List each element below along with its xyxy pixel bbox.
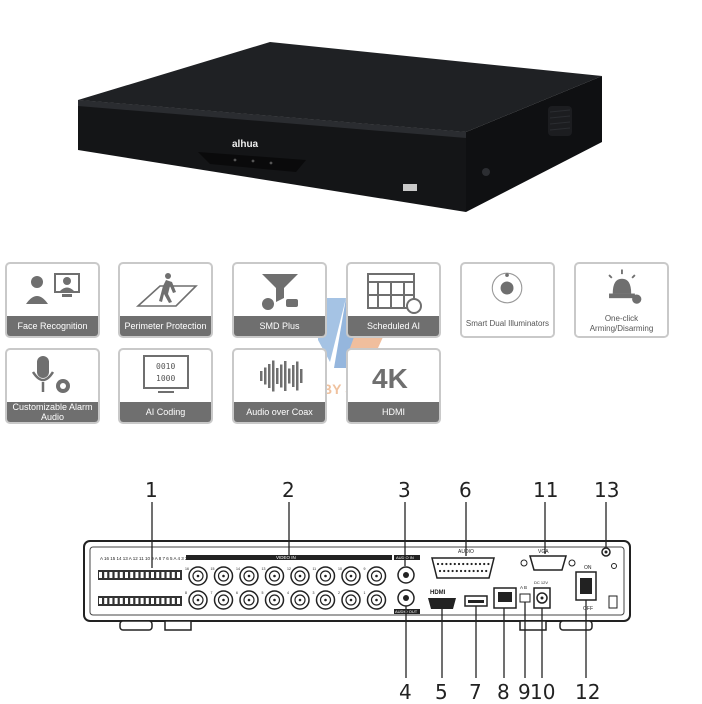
channel-number: 16 <box>185 567 189 571</box>
ai-coding-icon: 0010 1000 <box>143 355 189 393</box>
feature-label: AI Coding <box>120 402 211 422</box>
rs485-port <box>519 593 531 603</box>
feature-tile: Perimeter Protection <box>118 262 213 338</box>
feature-label: One-click Arming/Disarming <box>576 312 667 336</box>
microphone-gear-icon <box>31 356 70 393</box>
channel-number: 13 <box>262 567 266 571</box>
audio-coax-icon <box>260 360 303 392</box>
callout-12: 12 <box>575 680 601 704</box>
brand-logo: alhua <box>232 139 259 150</box>
feature-tile: 4K HDMI <box>346 348 441 424</box>
channel-number: 12 <box>287 567 291 571</box>
feature-tile: Face Recognition <box>5 262 100 338</box>
smd-plus-icon <box>262 274 298 310</box>
ai-coding-line-2: 1000 <box>156 374 175 383</box>
channel-number: 1 <box>364 591 366 595</box>
channel-number: 7 <box>211 591 213 595</box>
ai-coding-line-1: 0010 <box>156 362 175 371</box>
switch-on-label: ON <box>584 565 592 571</box>
dvr-rear-panel: A 16 15 14 13 A 12 11 10 9 A 8 7 6 5 A 4… <box>83 540 631 631</box>
switch-off-label: OFF <box>583 606 593 612</box>
callout-5: 5 <box>435 680 448 704</box>
vga-port <box>529 555 567 571</box>
channel-number: 8 <box>185 591 187 595</box>
scheduled-ai-icon <box>367 273 422 314</box>
callout-3: 3 <box>398 478 411 502</box>
channel-number: 3 <box>313 591 315 595</box>
feature-tile: SMD Plus <box>232 262 327 338</box>
channel-number: 9 <box>364 567 366 571</box>
channel-number: 4 <box>287 591 289 595</box>
dual-illuminators-icon <box>491 272 523 304</box>
hdmi-label: HDMI <box>430 590 446 596</box>
callout-11: 11 <box>533 478 559 502</box>
vga-label: VGA <box>538 549 549 555</box>
channel-number: 6 <box>236 591 238 595</box>
feature-label: Customizable Alarm Audio <box>7 402 98 422</box>
alarm-terminal-block: A 16 15 14 13 A 12 11 10 9 A 8 7 6 5 A 4… <box>98 556 192 606</box>
4k-text: 4K <box>372 363 408 394</box>
callout-9: 9 <box>518 680 531 704</box>
channel-number: 15 <box>211 567 215 571</box>
audio-db25-port <box>431 557 495 579</box>
callout-7: 7 <box>469 680 482 704</box>
feature-label: Face Recognition <box>7 316 98 336</box>
face-recognition-icon <box>26 273 80 304</box>
feature-tile: Customizable Alarm Audio <box>5 348 100 424</box>
arming-alarm-icon <box>608 269 642 304</box>
callout-8: 8 <box>497 680 510 704</box>
callout-lines <box>151 502 607 678</box>
channel-number: 14 <box>236 567 240 571</box>
callout-1: 1 <box>145 478 158 502</box>
feature-label: Audio over Coax <box>234 402 325 422</box>
callout-2: 2 <box>282 478 295 502</box>
feature-label: Smart Dual Illuminators <box>462 312 553 336</box>
feature-tile: Smart Dual Illuminators <box>460 262 555 338</box>
channel-number: 2 <box>338 591 340 595</box>
dvr-front-view: alhua <box>78 42 602 212</box>
callout-13: 13 <box>594 478 620 502</box>
channel-number: 5 <box>262 591 264 595</box>
video-in-label: VIDEO IN <box>276 555 296 560</box>
hdmi-port <box>428 598 456 609</box>
channel-number: 10 <box>338 567 342 571</box>
front-usb-port <box>403 184 417 191</box>
rs485-label: A B <box>520 585 527 590</box>
callout-4: 4 <box>399 680 412 704</box>
feature-label: Scheduled AI <box>348 316 439 336</box>
power-label: DC 12V <box>534 580 548 585</box>
feature-label: SMD Plus <box>234 316 325 336</box>
channel-number: 11 <box>313 567 317 571</box>
feature-tile: One-click Arming/Disarming <box>574 262 669 338</box>
feature-tile: 0010 1000 AI Coding <box>118 348 213 424</box>
video-in-bnc-ports: 16 15 14 13 12 11 10 9 8 7 6 5 4 3 2 1 <box>185 566 387 610</box>
4k-icon: 4K <box>372 363 408 394</box>
feature-tile: Audio over Coax <box>232 348 327 424</box>
feature-label: HDMI <box>348 402 439 422</box>
alarm-labels: A 16 15 14 13 A 12 11 10 9 A 8 7 6 5 A 4… <box>100 556 192 561</box>
feature-tile: Scheduled AI <box>346 262 441 338</box>
callout-10: 10 <box>530 680 556 704</box>
feature-label: Perimeter Protection <box>120 316 211 336</box>
callout-6: 6 <box>459 478 472 502</box>
perimeter-protection-icon <box>135 273 198 307</box>
